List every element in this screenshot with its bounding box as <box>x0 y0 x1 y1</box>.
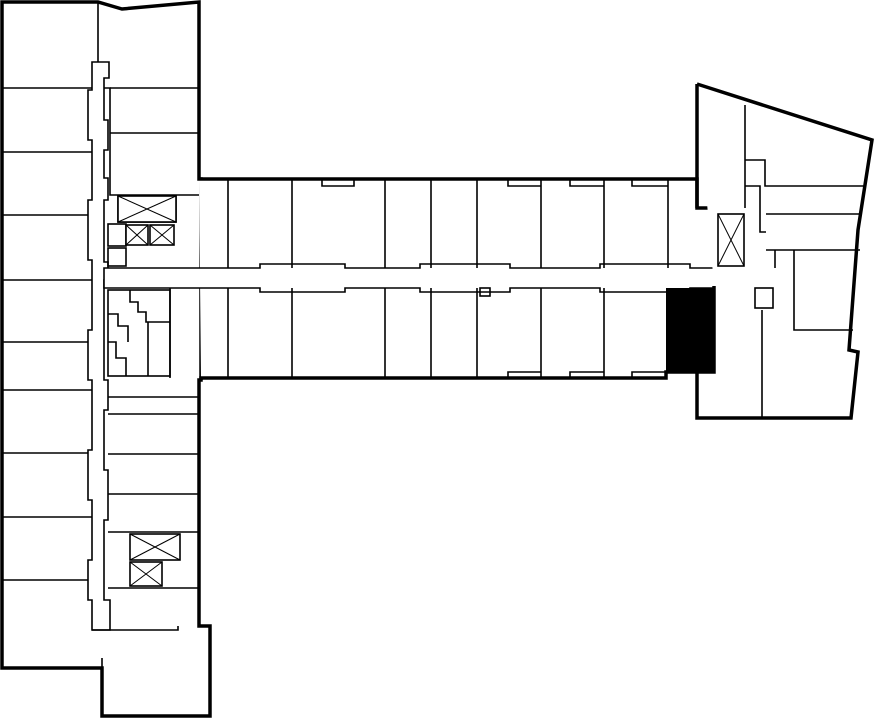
central-bar <box>103 177 771 380</box>
north-units <box>227 179 669 268</box>
northeast-wing-outline <box>695 82 874 420</box>
elevator-shaft-east <box>717 213 745 267</box>
east-west-corridor <box>103 263 771 293</box>
west-unit-walls <box>2 87 92 581</box>
northeast-units <box>744 105 866 418</box>
northeast-wing <box>695 82 874 420</box>
west-corridor <box>87 61 111 631</box>
west-wing <box>0 0 212 718</box>
east-units-south <box>92 396 199 668</box>
south-units <box>169 287 666 378</box>
highlighted-unit[interactable] <box>666 288 714 372</box>
elevator-shafts-west <box>117 195 181 587</box>
